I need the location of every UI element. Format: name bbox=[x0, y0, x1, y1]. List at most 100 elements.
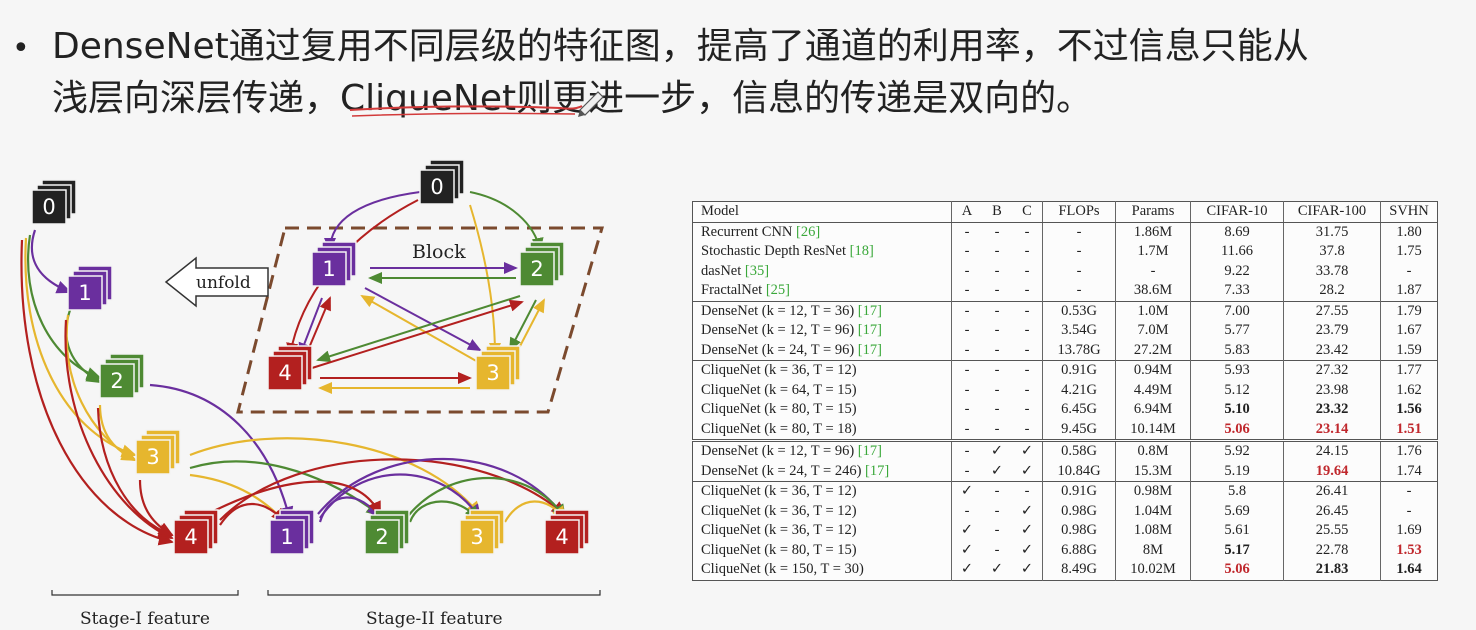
cell-flops: 3.54G bbox=[1042, 321, 1116, 341]
cell-model: CliqueNet (k = 80, T = 15) bbox=[701, 401, 857, 417]
cell-svhn: 1.51 bbox=[1380, 419, 1438, 441]
header-a: A bbox=[951, 201, 982, 223]
node-3-label: 3 bbox=[470, 525, 483, 549]
node-4-stack: 4 bbox=[544, 509, 590, 555]
cell-c: - bbox=[1024, 401, 1030, 417]
node-3-stack: 3 bbox=[135, 429, 181, 475]
cell-model: CliqueNet (k = 80, T = 15) bbox=[701, 541, 857, 558]
cell-c100: 23.42 bbox=[1283, 340, 1381, 361]
text-line-1-content: DenseNet通过复用不同层级的特征图，提高了通道的利用率，不过信息只能从 bbox=[52, 26, 1309, 67]
node-4-stack: 4 bbox=[173, 509, 219, 555]
cell-c: - bbox=[1024, 322, 1030, 338]
node-2-stack: 2 bbox=[364, 509, 410, 555]
cell-params: 1.0M bbox=[1115, 300, 1191, 321]
cell-flops: 0.91G bbox=[1042, 481, 1116, 502]
cell-a: - bbox=[951, 439, 982, 462]
cell-b: - bbox=[982, 300, 1012, 321]
cell-params: - bbox=[1115, 261, 1191, 281]
cell-a: - bbox=[951, 461, 982, 482]
cell-c10: 5.10 bbox=[1190, 400, 1284, 420]
cell-svhn: - bbox=[1380, 481, 1438, 502]
cell-svhn: 1.56 bbox=[1380, 400, 1438, 420]
cell-b: - bbox=[994, 262, 1000, 279]
cell-model: DenseNet (k = 24, T = 246) [17] bbox=[701, 462, 890, 479]
node-3-stack: 3 bbox=[459, 509, 505, 555]
cell-c: - bbox=[1012, 360, 1043, 381]
cell-c10: 5.12 bbox=[1190, 380, 1284, 400]
cell-c10: 5.61 bbox=[1190, 521, 1284, 541]
cell-c: ✓ bbox=[1020, 541, 1034, 558]
cell-c: ✓ bbox=[1020, 462, 1034, 479]
cell-model: dasNet [35] bbox=[701, 262, 770, 279]
stage2-bracket bbox=[267, 590, 601, 596]
cell-flops: 0.58G bbox=[1042, 439, 1116, 462]
header-c: C bbox=[1012, 201, 1043, 223]
node-1-label: 1 bbox=[78, 281, 91, 305]
cell-c: - bbox=[1024, 282, 1030, 298]
cell-c100: 21.83 bbox=[1283, 560, 1381, 580]
cell-c10: 7.33 bbox=[1190, 281, 1284, 301]
cell-c100: 31.75 bbox=[1283, 221, 1381, 242]
cell-b: - bbox=[994, 282, 1000, 298]
cell-b: - bbox=[994, 341, 1000, 358]
cell-c10: 5.77 bbox=[1190, 321, 1284, 341]
cell-params: 0.98M bbox=[1115, 481, 1191, 502]
cell-a: ✓ bbox=[951, 560, 982, 580]
node-2-label: 2 bbox=[110, 369, 123, 393]
cell-model: Recurrent CNN [26] bbox=[692, 221, 952, 242]
header-c100: CIFAR-100 bbox=[1283, 201, 1381, 223]
cell-model: FractalNet [25] bbox=[701, 282, 790, 298]
cell-svhn: 1.59 bbox=[1380, 340, 1438, 361]
cell-model: CliqueNet (k = 36, T = 12) bbox=[701, 522, 857, 538]
cell-svhn: 1.87 bbox=[1380, 281, 1438, 301]
cell-a: ✓ bbox=[951, 540, 982, 560]
cell-params: 15.3M bbox=[1115, 461, 1191, 482]
cell-model: CliqueNet (k = 36, T = 12) bbox=[692, 360, 952, 381]
cell-flops: 10.84G bbox=[1042, 461, 1116, 482]
cell-c: - bbox=[1024, 381, 1030, 398]
block-label: Block bbox=[412, 241, 466, 263]
cell-model: CliqueNet (k = 36, T = 12) bbox=[701, 502, 857, 519]
cell-c: ✓ bbox=[1012, 439, 1043, 462]
cell-params: 1.86M bbox=[1115, 221, 1191, 242]
cell-flops: 0.53G bbox=[1042, 300, 1116, 321]
header-c10: CIFAR-10 bbox=[1190, 201, 1284, 223]
cell-svhn: 1.79 bbox=[1380, 300, 1438, 321]
cell-a: - bbox=[951, 242, 982, 262]
cell-svhn: 1.53 bbox=[1380, 540, 1438, 560]
cell-c: - bbox=[1012, 481, 1043, 502]
cell-flops: - bbox=[1042, 242, 1116, 262]
cell-c100: 26.45 bbox=[1283, 501, 1381, 521]
node-4-label: 4 bbox=[555, 525, 568, 549]
block-arrows bbox=[286, 191, 545, 394]
cell-model: DenseNet (k = 12, T = 36) [17] bbox=[692, 300, 952, 321]
cell-b: - bbox=[982, 481, 1012, 502]
header-model: Model bbox=[692, 201, 952, 223]
node-4-label: 4 bbox=[184, 525, 197, 549]
cell-params: 4.49M bbox=[1115, 380, 1191, 400]
cell-flops: 6.45G bbox=[1042, 400, 1116, 420]
cell-params: 0.94M bbox=[1115, 360, 1191, 381]
node-2-stack: 2 bbox=[99, 353, 145, 399]
cell-flops: - bbox=[1042, 221, 1116, 242]
cell-flops: 8.49G bbox=[1042, 560, 1116, 580]
cell-flops: 6.88G bbox=[1042, 540, 1116, 560]
text-line-2-content: 浅层向深层传递，CliqueNet则更进一步，信息的传递是双向的。 bbox=[52, 78, 1093, 119]
cell-c: - bbox=[1024, 243, 1030, 259]
unfold-arrow: unfold bbox=[164, 256, 269, 308]
cliquenet-diagram: Block unfold bbox=[20, 159, 605, 629]
cell-c10: 5.17 bbox=[1190, 540, 1284, 560]
cell-flops: 0.98G bbox=[1042, 501, 1116, 521]
node-3-label: 3 bbox=[146, 445, 159, 469]
node-4-label: 4 bbox=[278, 361, 291, 385]
cell-b: - bbox=[994, 502, 1000, 519]
cell-model: CliqueNet (k = 36, T = 12) bbox=[692, 481, 952, 502]
